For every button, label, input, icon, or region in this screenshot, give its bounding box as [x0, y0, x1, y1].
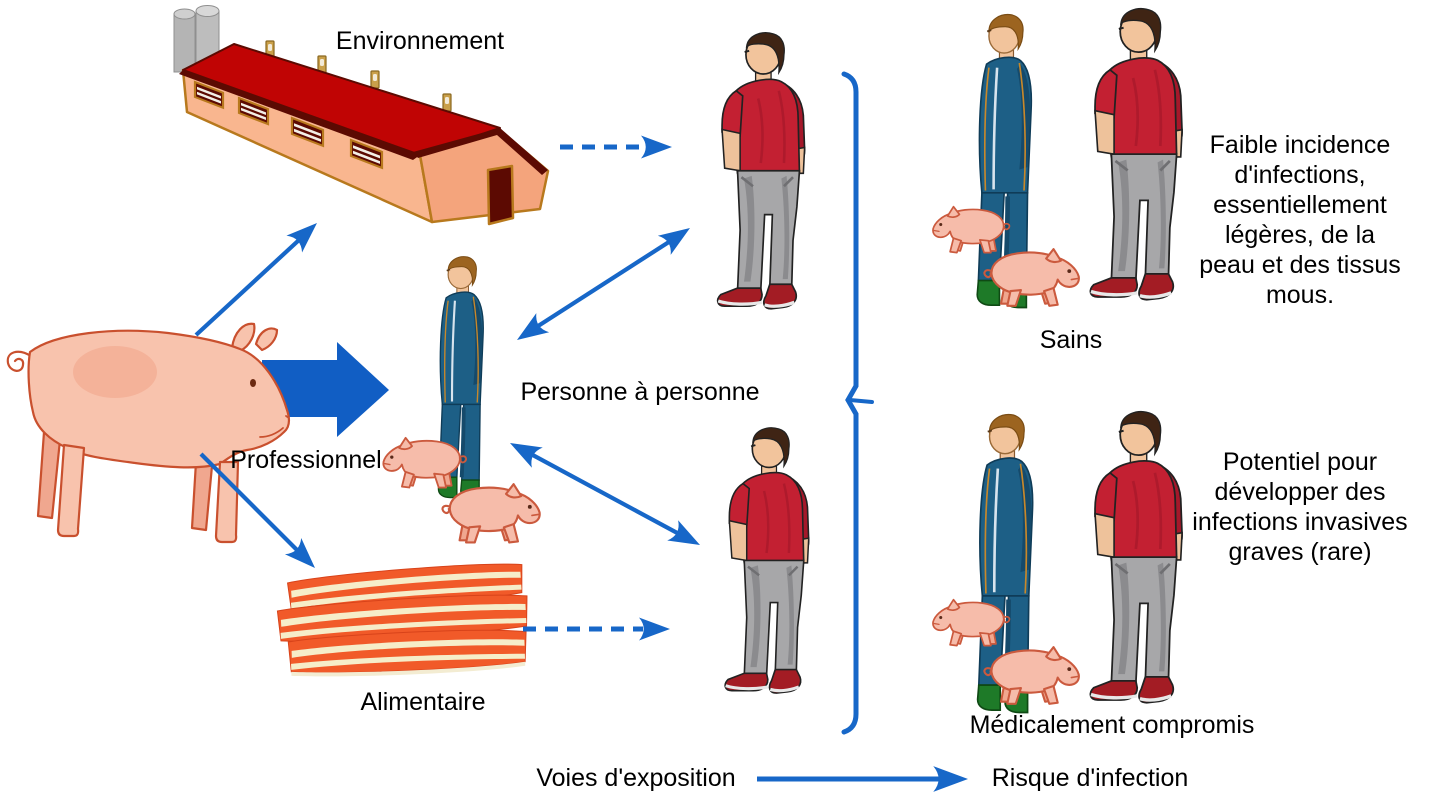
barn-icon [173, 5, 550, 226]
compromised-group [932, 409, 1184, 714]
compromised-outcome-text: Potentiel pour développer des infections… [1192, 448, 1408, 566]
healthy-outcome-text: Faible incidence d'infections, essentiel… [1199, 131, 1401, 309]
arrow-pig-to-barn [194, 214, 325, 337]
arrow-food-to-person [523, 617, 670, 641]
healthy-group [932, 6, 1184, 309]
man-icon [1088, 409, 1184, 705]
exposure-routes-label: Voies d'exposition [536, 764, 736, 792]
transmission-block-arrow [262, 342, 389, 437]
arrow-barn-to-person [560, 135, 672, 159]
barn-windows [193, 80, 384, 170]
food-label: Alimentaire [360, 688, 486, 716]
arrow-exposure-to-risk [757, 766, 968, 792]
healthy-group-label: Sains [1039, 326, 1103, 354]
infection-risk-label: Risque d'infection [991, 764, 1189, 792]
person-to-person-label: Personne à personne [520, 378, 760, 406]
pig-icon [6, 322, 291, 544]
arrow-pig-to-food [199, 452, 324, 577]
man-icon-exposed-top [716, 31, 807, 311]
environment-label: Environnement [335, 27, 505, 55]
arrow-person-to-person-top [510, 218, 697, 350]
compromised-group-label: Médicalement compromis [969, 711, 1255, 739]
brace [841, 71, 874, 735]
man-icon [1088, 6, 1184, 302]
arrow-person-to-person-bottom [504, 432, 706, 556]
man-icon-exposed-bottom [723, 426, 811, 695]
bacon-icon [276, 563, 528, 677]
professional-label: Professionnel [230, 446, 382, 474]
silo-icons [173, 5, 220, 73]
